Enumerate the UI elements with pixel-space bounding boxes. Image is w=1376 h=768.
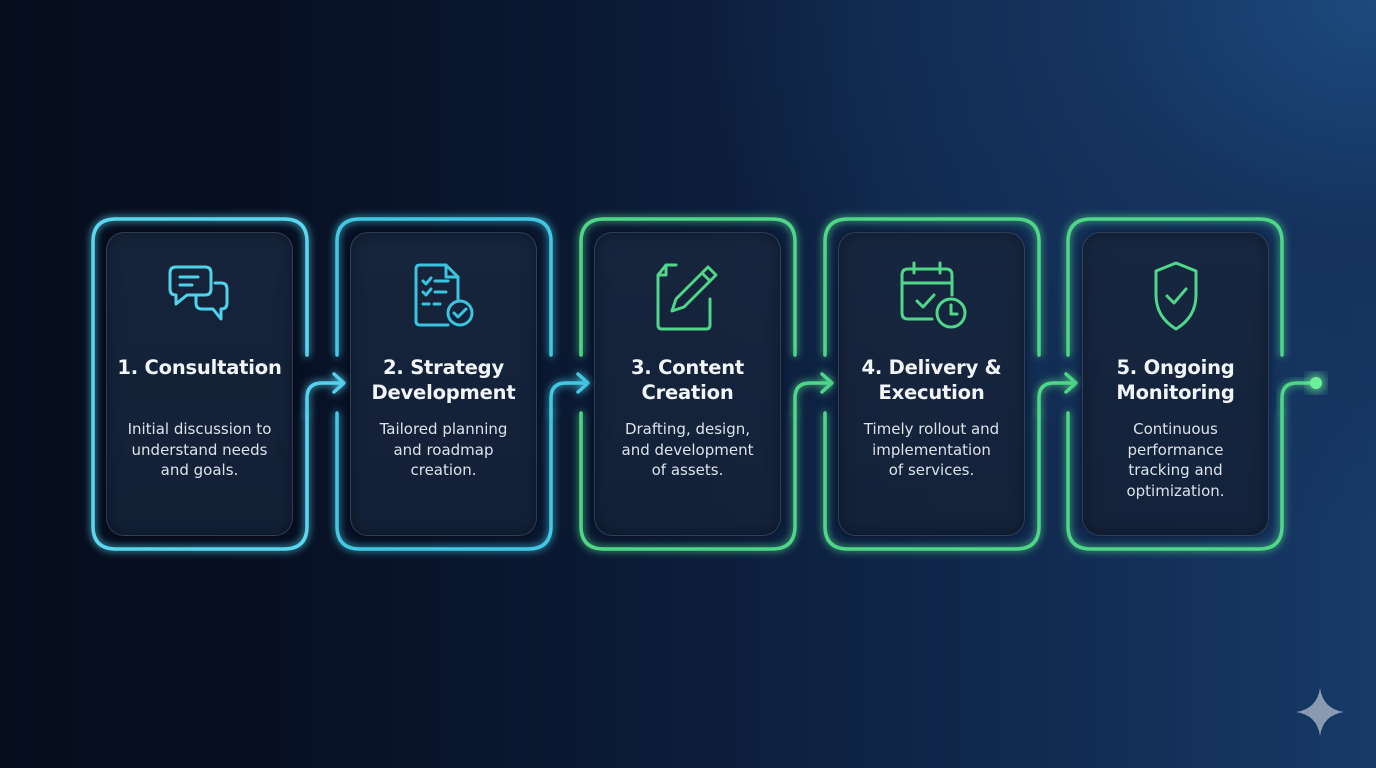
connector-arrow-3 bbox=[793, 372, 834, 415]
calendar-clock-icon bbox=[900, 261, 966, 329]
sparkle-icon bbox=[1296, 688, 1344, 736]
chat-bubbles-icon bbox=[168, 265, 228, 321]
frame-step-5 bbox=[1066, 217, 1284, 551]
connector-end bbox=[1280, 381, 1312, 415]
checklist-document-icon bbox=[414, 263, 473, 327]
connector-arrow-4 bbox=[1037, 372, 1078, 415]
step-description: Timely rollout and implementation of ser… bbox=[863, 420, 1000, 479]
frame-step-2 bbox=[335, 217, 553, 551]
step-card-5: 5. Ongoing Monitoring Continuous perform… bbox=[1082, 232, 1269, 536]
frame-step-4 bbox=[823, 217, 1041, 551]
connector-arrow-2 bbox=[549, 372, 590, 415]
end-dot-icon bbox=[1310, 377, 1322, 389]
step-card-1: 1. Consultation Initial discussion to un… bbox=[106, 232, 293, 536]
step-description: Drafting, design, and development of ass… bbox=[621, 420, 754, 479]
step-card-3: 3. Content Creation Drafting, design, an… bbox=[594, 232, 781, 536]
step-card-4: 4. Delivery & Execution Timely rollout a… bbox=[838, 232, 1025, 536]
step-description: Tailored planning and roadmap creation. bbox=[379, 420, 508, 479]
edit-document-icon bbox=[656, 263, 717, 331]
step-title: 4. Delivery & Execution bbox=[861, 356, 1002, 404]
step-title: 1. Consultation bbox=[117, 356, 282, 379]
step-title: 5. Ongoing Monitoring bbox=[1116, 356, 1235, 404]
step-title: 3. Content Creation bbox=[630, 356, 745, 404]
connector-arrow-1 bbox=[305, 372, 346, 415]
step-description: Continuous performance tracking and opti… bbox=[1126, 420, 1225, 500]
shield-check-icon bbox=[1154, 261, 1197, 331]
frame-step-3 bbox=[579, 217, 797, 551]
frame-step-1 bbox=[91, 217, 309, 551]
step-title: 2. Strategy Development bbox=[371, 356, 516, 404]
step-card-2: 2. Strategy Development Tailored plannin… bbox=[350, 232, 537, 536]
step-description: Initial discussion to understand needs a… bbox=[127, 420, 272, 479]
